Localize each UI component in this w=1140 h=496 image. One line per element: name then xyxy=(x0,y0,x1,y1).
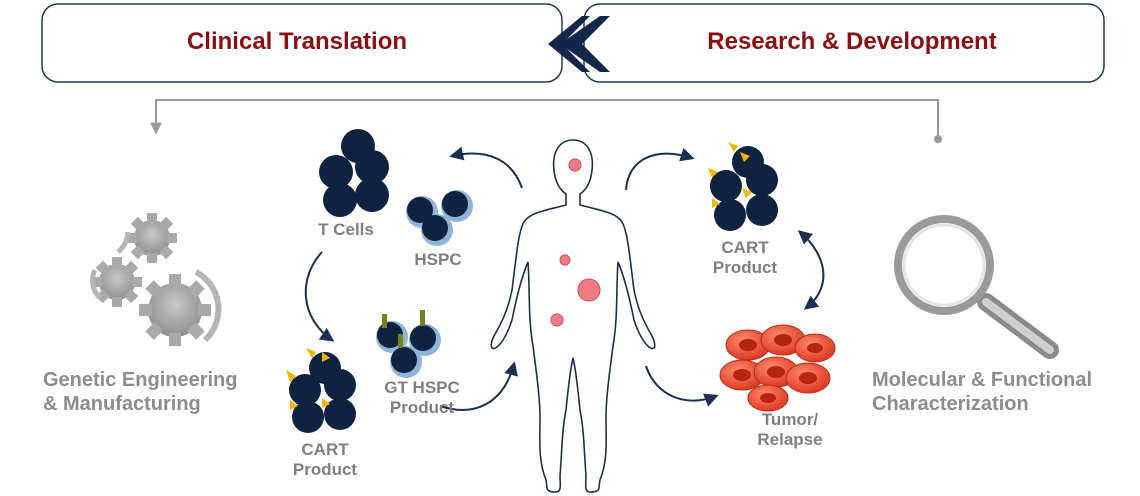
gears-icon xyxy=(90,213,222,346)
section-label-line: Characterization xyxy=(872,393,1029,415)
tumor-cluster xyxy=(719,324,836,412)
label-line: Product xyxy=(712,258,778,278)
lesion-spots xyxy=(550,158,601,327)
cart-cluster-right xyxy=(708,142,778,231)
label-line: Product xyxy=(389,398,455,418)
label-gt-hspc-product: GT HSPC Product xyxy=(372,378,472,419)
label-line: CART xyxy=(301,440,349,459)
header-title-clinical-translation: Clinical Translation xyxy=(186,28,408,55)
flow-arrows xyxy=(304,146,825,411)
bracket-line xyxy=(150,99,942,143)
label-tumor-relapse: Tumor/ Relapse xyxy=(740,410,840,451)
label-line: Tumor/ xyxy=(761,410,819,429)
header-title-research-development: Research & Development xyxy=(707,28,997,55)
label-cart-product-right: CART Product xyxy=(700,238,790,279)
section-label-line: Molecular & Functional xyxy=(872,369,1093,391)
gt-hspc-cluster xyxy=(376,310,441,378)
chevron-left-icon xyxy=(548,16,610,72)
section-label-line: Genetic Engineering xyxy=(43,369,238,391)
label-line: Relapse xyxy=(757,430,823,450)
header-right-box xyxy=(583,3,1105,83)
section-label-molecular-functional: Molecular & Functional Characterization xyxy=(872,368,1092,416)
label-cart-product-left: CART Product xyxy=(280,440,370,481)
section-label-genetic-engineering: Genetic Engineering & Manufacturing xyxy=(43,368,237,416)
cart-cluster-left xyxy=(286,348,356,433)
t-cells-cluster xyxy=(319,129,389,217)
label-line: CART xyxy=(721,238,769,257)
label-line: Product xyxy=(292,460,358,480)
magnifier-icon xyxy=(894,215,1059,359)
human-body-icon xyxy=(490,139,656,493)
label-t-cells: T Cells xyxy=(318,220,374,239)
label-hspc: HSPC xyxy=(414,250,462,269)
hspc-cluster xyxy=(406,190,473,246)
section-label-line: & Manufacturing xyxy=(43,393,201,415)
label-line: GT HSPC xyxy=(384,378,460,397)
